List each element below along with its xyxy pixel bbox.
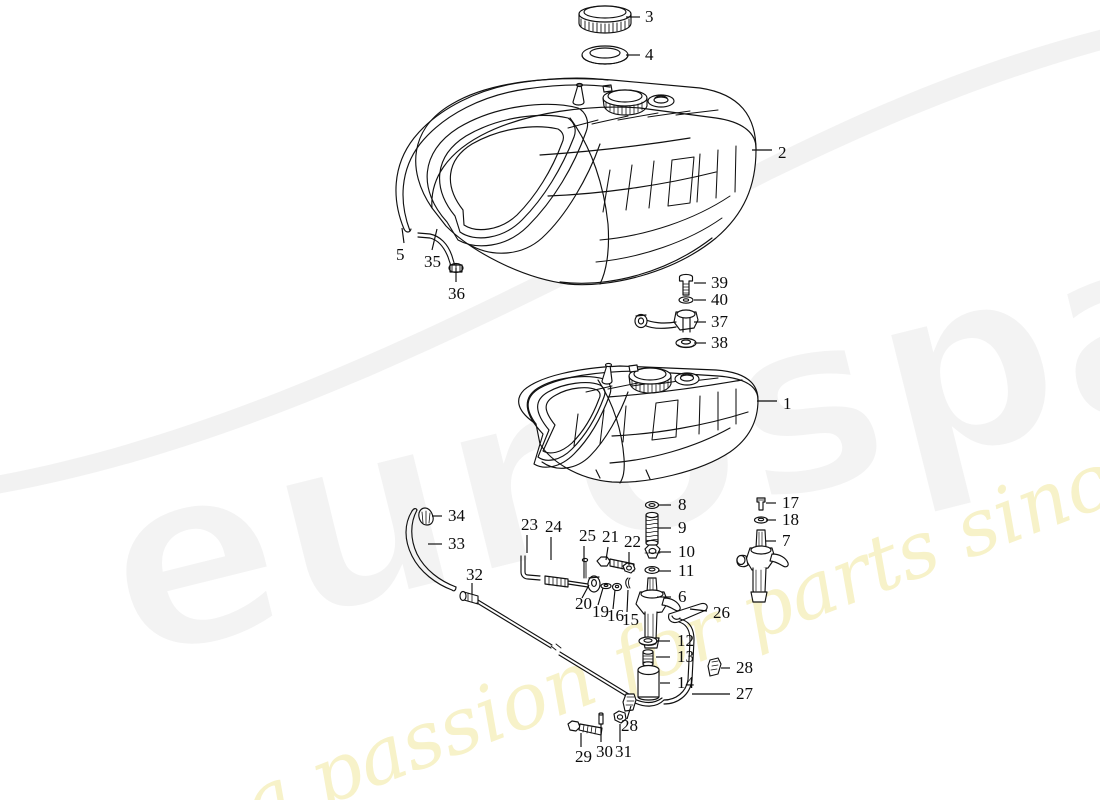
callout-number-cotter-pin[interactable]: 15 (622, 610, 639, 629)
callout-number-fuel-pipe[interactable]: 33 (448, 534, 465, 553)
part-clip-bolt (567, 720, 603, 736)
part-hose-clip-lower (622, 693, 637, 712)
callout-number-tap-seal-ring[interactable]: 8 (678, 495, 687, 514)
callout-number-clip-bolt[interactable]: 29 (575, 747, 592, 766)
part-filter-element (642, 649, 654, 667)
part-strap-screw-washer (678, 296, 694, 304)
callout-number-lock-washer[interactable]: 16 (607, 606, 624, 625)
part-vent-hose (395, 77, 611, 233)
callout-number-strap-screw-washer[interactable]: 40 (711, 290, 728, 309)
part-tap-filter-screen (645, 511, 659, 547)
callout-number-strap-washer[interactable]: 38 (711, 333, 728, 352)
callout-number-fuel-tap-secondary[interactable]: 7 (782, 531, 791, 550)
part-bolt-nut (622, 562, 636, 574)
callout-number-fuel-hose-long[interactable]: 27 (736, 684, 753, 703)
callout-number-hex-bolt[interactable]: 21 (602, 527, 619, 546)
callout-number-strap-screw[interactable]: 39 (711, 273, 728, 292)
callout-number-fuel-tank-lower[interactable]: 1 (783, 394, 792, 413)
callout-number-rod-sleeve[interactable]: 24 (545, 517, 562, 536)
callout-number-tank-hold-down-strap[interactable]: 37 (711, 312, 728, 331)
watermark-swoosh-band (0, 29, 1100, 494)
callout-number-filter-element[interactable]: 13 (677, 647, 694, 666)
leader-line-hose-clip-lower (626, 705, 632, 720)
callout-number-vent-hose[interactable]: 5 (396, 245, 405, 264)
leader-line-washer-small (597, 587, 604, 606)
part-strap-screw (678, 273, 694, 296)
part-tap-outlet-hose (667, 602, 708, 624)
leader-line-vent-pipe (431, 228, 438, 251)
callout-number-fuel-tap[interactable]: 6 (678, 587, 687, 606)
callout-number-bolt-nut[interactable]: 22 (624, 532, 641, 551)
leader-line-tap-outlet-hose (689, 608, 708, 612)
callout-number-filler-cap-seal-ring[interactable]: 4 (645, 45, 654, 64)
tank-lower-fittings (601, 362, 700, 394)
callout-number-pipe-plug[interactable]: 34 (448, 506, 465, 525)
callout-number-hose-clip-upper[interactable]: 28 (736, 658, 753, 677)
leader-line-cotter-pin (626, 589, 629, 613)
callout-number-filter-bowl[interactable]: 14 (677, 673, 694, 692)
part-clip-nut (613, 710, 627, 724)
part-fuel-line-long (476, 599, 665, 707)
callout-number-clip-washer[interactable]: 30 (596, 742, 613, 761)
part-fuel-tank-lower (518, 362, 759, 484)
callout-leader-lines (401, 16, 777, 747)
part-split-pin (581, 557, 589, 579)
part-cotter-pin (625, 577, 631, 589)
part-rod-eye-fitting (587, 575, 601, 593)
callout-number-tank-retaining-rod[interactable]: 23 (521, 515, 538, 534)
callout-number-filter-seal-washer[interactable]: 12 (677, 631, 694, 650)
part-fuel-pipe (405, 508, 457, 592)
part-tap-washer (644, 566, 660, 574)
callout-number-rod-eye-fitting[interactable]: 20 (575, 594, 592, 613)
part-lock-washer (611, 582, 623, 592)
callout-number-fuel-filler-cap[interactable]: 3 (645, 7, 654, 26)
callout-number-hose-clamp[interactable]: 36 (448, 284, 465, 303)
part-hose-clip-upper (707, 657, 722, 677)
callout-number-pipe-union[interactable]: 32 (466, 565, 483, 584)
part-tap-nut (644, 544, 661, 559)
callout-number-tap-screw[interactable]: 17 (782, 493, 799, 512)
callout-number-tap-filter-screen[interactable]: 9 (678, 518, 687, 537)
part-tank-hold-down-strap (634, 309, 699, 333)
callout-number-tap-nut[interactable]: 10 (678, 542, 695, 561)
part-pipe-plug (418, 507, 434, 526)
leader-line-vent-hose (401, 227, 405, 244)
callout-number-tap-outlet-hose[interactable]: 26 (713, 603, 730, 622)
callout-number-vent-pipe[interactable]: 35 (424, 252, 441, 271)
part-tap-seal-ring (644, 501, 660, 509)
tank-upper-fittings (572, 82, 675, 116)
part-fuel-filler-cap (578, 5, 632, 34)
part-washer-small (600, 582, 612, 590)
part-tank-retaining-rod (520, 555, 589, 588)
part-fuel-tap-secondary (736, 529, 789, 603)
callout-number-clip-nut[interactable]: 31 (615, 742, 632, 761)
part-vent-pipe (417, 232, 456, 267)
part-filter-bowl (637, 664, 660, 701)
callout-number-washer-small[interactable]: 19 (592, 602, 609, 621)
callout-number-tap-washer[interactable]: 11 (678, 561, 695, 580)
callout-number-fuel-tank-upper[interactable]: 2 (778, 143, 787, 162)
part-fuel-tank-upper (415, 78, 757, 286)
callout-number-hose-clip-lower[interactable]: 28 (621, 716, 638, 735)
part-fuel-hose-long (663, 618, 695, 705)
callout-number-tap-screw-washer[interactable]: 18 (782, 510, 799, 529)
part-filter-seal-washer (638, 636, 658, 646)
part-filler-cap-seal-ring (581, 45, 629, 65)
leader-line-rod-eye-fitting (581, 584, 590, 599)
callout-number-split-pin[interactable]: 25 (579, 526, 596, 545)
part-tap-screw (756, 497, 766, 511)
leader-line-hex-bolt (605, 546, 609, 561)
leader-line-lock-washer (612, 589, 616, 610)
part-clip-washer (598, 712, 604, 725)
